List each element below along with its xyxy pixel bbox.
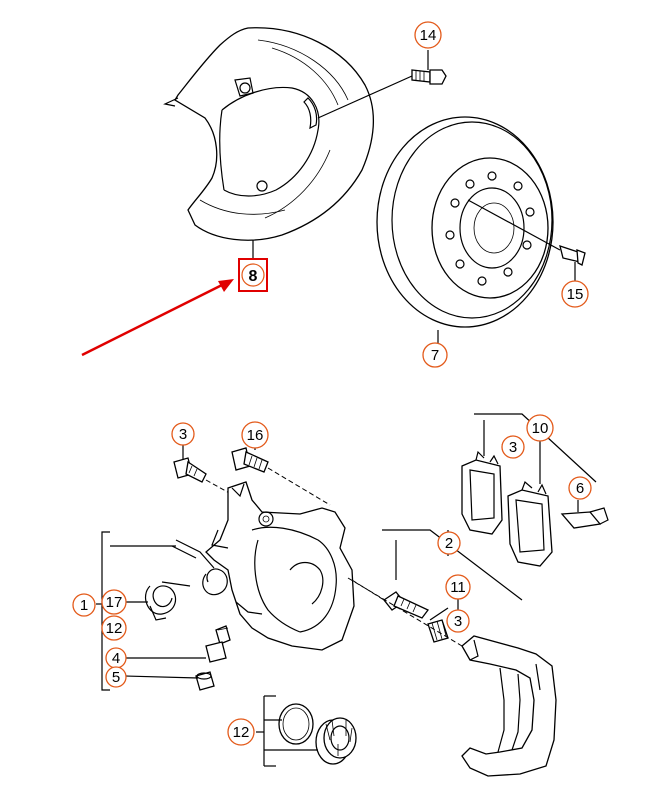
svg-text:2: 2 (445, 535, 453, 552)
svg-text:3: 3 (509, 439, 517, 456)
svg-text:16: 16 (247, 427, 264, 444)
callout-15: 15 (561, 280, 589, 308)
callout-10: 10 (526, 414, 554, 442)
disc-bolt-holes (445, 171, 535, 286)
callout-7: 7 (422, 342, 448, 368)
screw-15 (467, 199, 586, 283)
svg-text:15: 15 (567, 286, 584, 303)
red-arrow (81, 279, 234, 357)
caliper-bolt-3 (173, 445, 261, 511)
svg-text:1: 1 (80, 597, 88, 614)
callout-1: 1 (72, 593, 96, 617)
svg-text:14: 14 (420, 27, 437, 44)
svg-text:4: 4 (112, 650, 120, 667)
svg-text:11: 11 (450, 579, 466, 596)
brake-caliper (205, 481, 355, 651)
callout-2: 2 (437, 531, 461, 555)
svg-text:12: 12 (233, 724, 250, 741)
bleeder-valve (205, 625, 231, 663)
caliper-carrier (347, 577, 557, 777)
svg-text:12: 12 (106, 620, 123, 637)
callout-4: 4 (105, 647, 127, 669)
seal-gasket (278, 703, 314, 745)
callout-16: 16 (241, 421, 269, 449)
svg-text:8: 8 (249, 268, 258, 285)
bolt-14 (317, 50, 447, 119)
piston-ring (315, 717, 357, 765)
group-bracket-lines (96, 413, 597, 767)
callout-3-pin: 3 (446, 609, 470, 633)
callout-5: 5 (105, 666, 127, 688)
callout-14: 14 (414, 21, 442, 49)
callout-3-bolt: 3 (171, 422, 195, 446)
svg-text:10: 10 (532, 420, 549, 437)
svg-text:7: 7 (431, 347, 439, 364)
guide-pin (351, 579, 430, 619)
callout-3-pads: 3 (501, 435, 525, 459)
spring-clip (171, 539, 228, 596)
svg-text:3: 3 (179, 426, 187, 443)
guide-bushing (427, 619, 449, 643)
callout-12-upper: 12 (101, 615, 127, 641)
bleeder-cap (195, 671, 215, 691)
brake-pad-inner (461, 450, 503, 535)
anti-rattle-clip (560, 500, 609, 529)
spring-17 (145, 581, 191, 621)
svg-text:17: 17 (106, 594, 123, 611)
brake-disc (376, 116, 554, 345)
caliper-bolt-16 (231, 445, 331, 506)
callout-17: 17 (101, 589, 127, 615)
callout-8-highlighted: 8 (238, 258, 268, 292)
svg-text:3: 3 (454, 613, 462, 630)
svg-text:5: 5 (112, 669, 120, 686)
callout-11: 11 (445, 574, 471, 600)
svg-text:6: 6 (576, 480, 584, 497)
splash-shield (163, 27, 374, 241)
callout-6: 6 (568, 476, 592, 500)
brake-pad-outer (507, 480, 553, 567)
callout-12-lower: 12 (227, 718, 255, 746)
